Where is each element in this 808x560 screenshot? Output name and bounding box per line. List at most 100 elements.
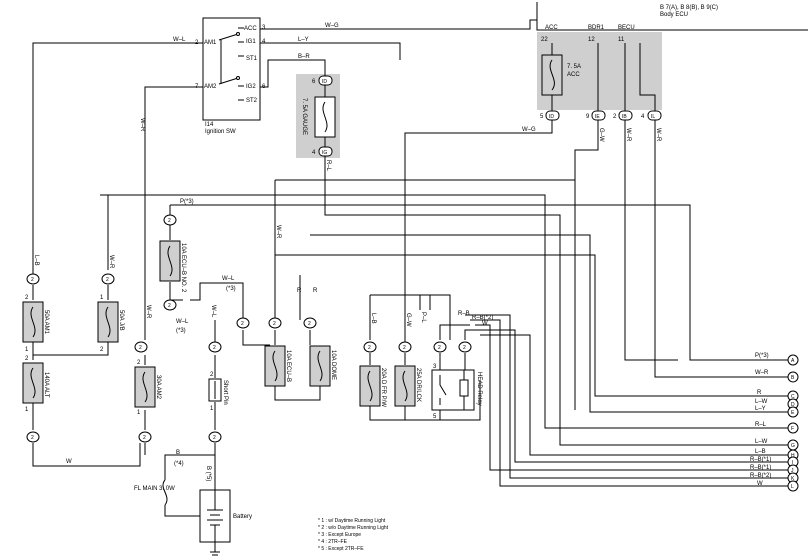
svg-text:IB: IB — [622, 114, 627, 120]
svg-text:2: 2 — [213, 345, 216, 351]
right-label-r-l: R–L — [755, 422, 767, 428]
terminal-f: F — [787, 422, 799, 434]
wire-label-w-r5: W–R — [145, 305, 151, 319]
wire-label-l-y: L–Y — [298, 37, 309, 43]
wire-label-r2: R — [313, 288, 318, 294]
ign-am2-label: AM2 — [204, 84, 217, 90]
svg-text:140A ALT: 140A ALT — [43, 372, 49, 398]
body-ecu: B 7(A), B 8(B), B 9(C) Body ECU ACC BDR1… — [536, 2, 808, 121]
conn-head-b: 2 — [458, 341, 472, 353]
ignition-id: I14 — [205, 122, 214, 128]
head-relay: HEAD Relay 3 5 — [431, 364, 482, 420]
wire-label-w-l3: W–L — [176, 319, 189, 325]
svg-text:9: 9 — [586, 114, 590, 120]
svg-text:C: C — [791, 394, 795, 400]
svg-text:2: 2 — [31, 435, 34, 441]
svg-text:ID: ID — [549, 114, 554, 120]
wire-label-p3: P(*3) — [180, 199, 194, 205]
svg-text:2: 2 — [308, 321, 311, 327]
svg-text:E: E — [791, 410, 795, 416]
svg-text:2: 2 — [139, 345, 142, 351]
conn-shortpin-bot: 2 — [208, 431, 222, 443]
svg-text:2: 2 — [25, 295, 29, 301]
fuse-30a-am2: 30A AM2 2 1 — [134, 360, 161, 416]
conn-ecub-b: 2 — [268, 317, 282, 329]
svg-text:2: 2 — [613, 114, 617, 120]
svg-text:2: 2 — [168, 218, 171, 224]
gauge-pin-6: 6 — [312, 79, 316, 85]
ecu-pin-22: 22 — [541, 37, 548, 43]
fusible-link-fl-main: FL MAIN 3. 0W — [134, 479, 175, 506]
conn-dome: 2 — [303, 317, 317, 329]
svg-text:3: 3 — [433, 364, 437, 370]
wire-label-b-star5: B (*5) — [205, 466, 211, 481]
note-4: * 4 : 2TR–FE — [318, 539, 348, 545]
ecu-connector-il: IL 4 — [641, 110, 662, 121]
svg-text:HEAD Relay: HEAD Relay — [476, 372, 482, 406]
footnotes: * 1 : w/ Daytime Running Light * 2 : w/o… — [318, 518, 389, 552]
ecu-fuse-name: ACC — [567, 72, 580, 78]
terminal-d: D — [787, 398, 799, 410]
svg-text:2: 2 — [368, 345, 371, 351]
ecu-name-label: Body ECU — [660, 12, 688, 18]
gauge-fuse-block: 7. 5A GAUGE ID 6 IG 4 — [296, 74, 340, 158]
ecu-connector-ie: IE 9 — [586, 110, 606, 121]
svg-text:2: 2 — [403, 345, 406, 351]
fuse-140a-alt: 140A ALT 2 1 — [22, 356, 49, 413]
terminal-a: A — [690, 354, 799, 366]
ecu-pin-11: 11 — [618, 37, 625, 43]
wire-label-w-r2: W–R — [625, 128, 631, 142]
svg-text:B: B — [791, 375, 795, 381]
ecu-term-acc: ACC — [545, 25, 558, 31]
svg-text:1: 1 — [210, 406, 214, 412]
svg-text:1: 1 — [25, 347, 29, 353]
svg-text:10A ECU–B: 10A ECU–B — [285, 350, 291, 382]
wire-label-star3: (*3) — [226, 286, 236, 292]
svg-text:10A DOME: 10A DOME — [330, 350, 336, 380]
svg-text:2: 2 — [210, 372, 214, 378]
svg-text:2: 2 — [438, 345, 441, 351]
conn-alt-bot: 2 — [26, 431, 40, 443]
wire-label-g-w2: G–W — [405, 313, 411, 327]
svg-text:50A J/B: 50A J/B — [118, 310, 124, 331]
ecu-connector-id: ID 5 — [540, 110, 560, 121]
wire-label-w-l4: W–L — [210, 305, 216, 318]
ign-pin-3: 3 — [262, 25, 266, 31]
conn-am1-top: 2 — [26, 273, 40, 285]
wire-label-w-r3: W–R — [655, 128, 661, 142]
svg-text:2: 2 — [100, 347, 104, 353]
short-pin: Short Pin 2 1 — [208, 372, 228, 412]
right-label-r-b2: R–B(*2) — [750, 473, 771, 479]
svg-text:1: 1 — [25, 407, 29, 413]
fuse-10a-ecub: 10A ECU–B — [264, 345, 291, 387]
right-label-p3: P(*3) — [755, 353, 769, 359]
terminal-e: E — [787, 406, 799, 418]
svg-text:F: F — [791, 426, 794, 432]
note-5: * 5 : Except 2TR–FE — [318, 546, 364, 552]
junction-connectors: 2 2 2 2 2 2 2 2 2 2 2 2 2 2 2 2 — [26, 214, 472, 443]
terminal-l: L — [787, 480, 799, 492]
svg-text:Battery: Battery — [233, 514, 252, 520]
svg-text:1: 1 — [100, 295, 104, 301]
svg-text:2: 2 — [463, 345, 466, 351]
svg-text:2: 2 — [241, 321, 244, 327]
note-3: * 3 : Except Europe — [318, 532, 361, 538]
ecu-term-bdr1: BDR1 — [588, 25, 605, 31]
wire-label-b-r: B–R — [298, 54, 310, 60]
conn-jb-top: 2 — [101, 273, 115, 285]
svg-text:FL MAIN 3. 0W: FL MAIN 3. 0W — [134, 486, 175, 492]
gauge-pin-4: 4 — [312, 150, 316, 156]
note-2: * 2 : w/o Daytime Running Light — [318, 525, 389, 531]
ecu-term-becu: BECU — [618, 25, 635, 31]
svg-text:20A D FR P/W: 20A D FR P/W — [380, 368, 386, 407]
conn-head-a: 2 — [433, 341, 447, 353]
terminal-g: G — [787, 439, 799, 451]
svg-text:IL: IL — [651, 114, 655, 120]
svg-text:K: K — [791, 476, 795, 482]
ecu-pin-12: 12 — [588, 37, 595, 43]
conn-ecub2-bot: 2 — [163, 299, 177, 311]
ecu-fuse-rating: 7. 5A — [567, 64, 581, 70]
ign-ig1-label: IG1 — [246, 39, 256, 45]
svg-text:5: 5 — [433, 414, 437, 420]
